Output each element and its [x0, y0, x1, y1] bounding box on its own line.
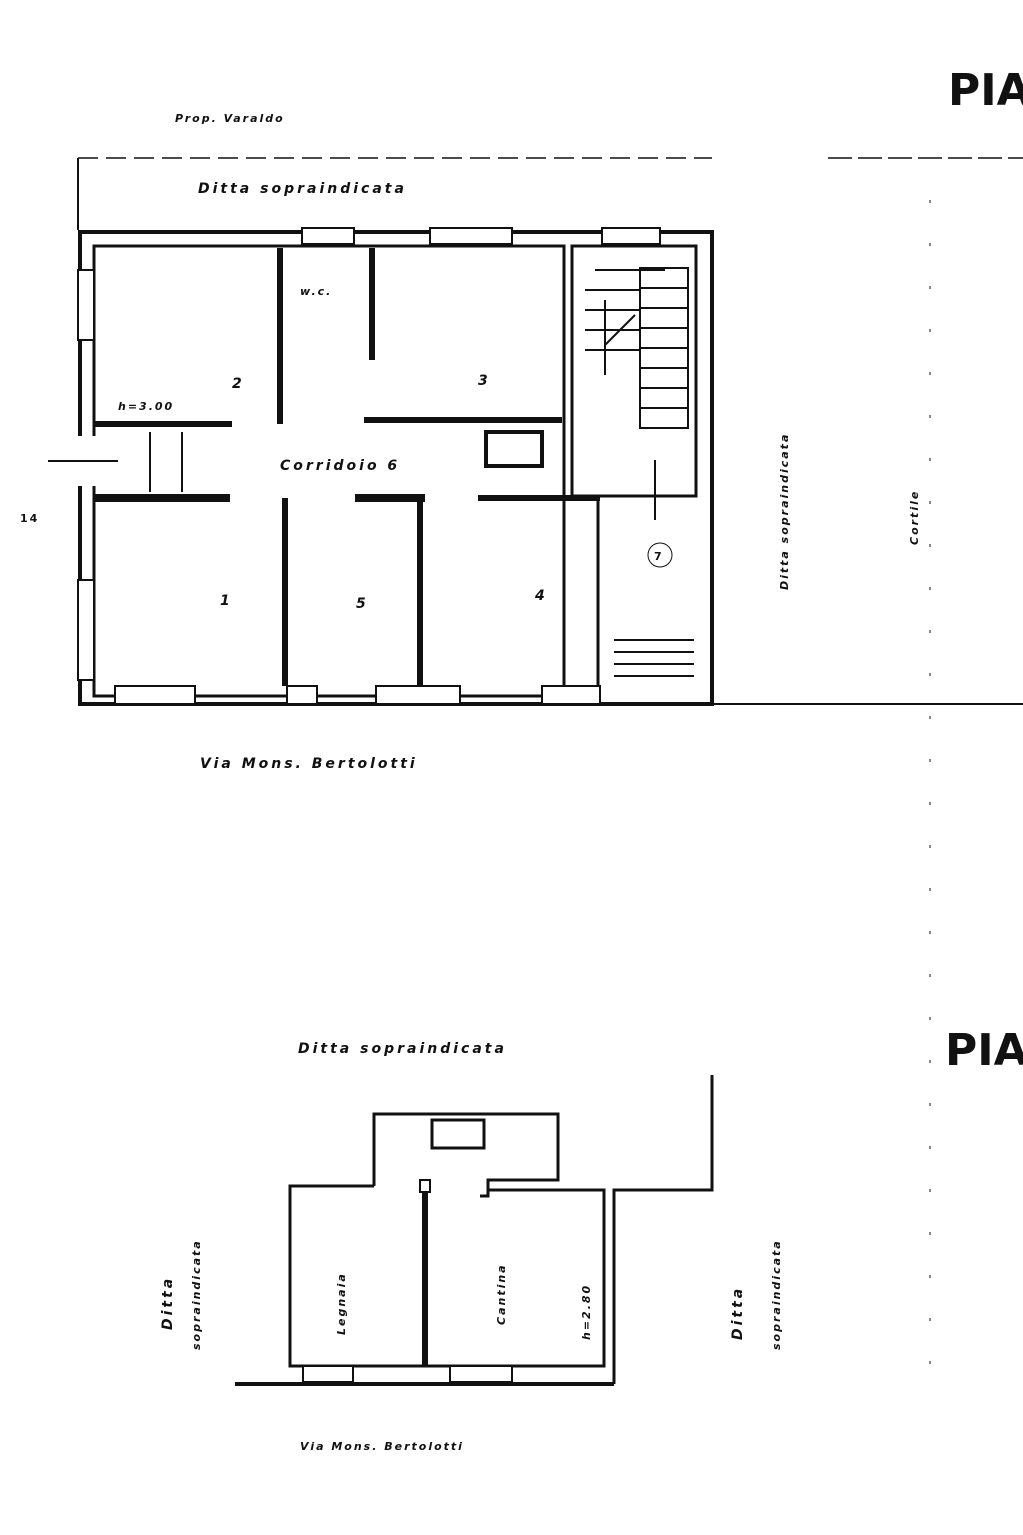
top-neighbor-label-lower: Ditta sopraindicata	[298, 1041, 507, 1057]
cantina-label: Cantina	[495, 1263, 508, 1325]
room-1-label: 1	[220, 593, 233, 609]
legnaia-label: Legnaia	[335, 1272, 348, 1335]
corridor-label: Corridoio 6	[280, 458, 400, 474]
left-neighbor-label-2: sopraindicata	[190, 1239, 203, 1350]
window	[449, 1365, 513, 1383]
neighbor-boundary	[612, 1075, 714, 1384]
top-neighbor-label: Ditta sopraindicata	[198, 181, 407, 197]
stair-room-wall	[372, 1112, 560, 1198]
sheet-title-top: PIA	[948, 65, 1023, 116]
window	[429, 227, 513, 245]
staircase	[585, 267, 689, 520]
right-neighbor-label-1: Ditta	[730, 1286, 746, 1340]
room-2-label: 2	[232, 376, 245, 392]
window	[301, 227, 355, 245]
right-neighbor-label: Ditta sopraindicata	[778, 433, 791, 590]
window	[375, 685, 461, 705]
window	[114, 685, 196, 705]
cantina-height-label: h=2.80	[580, 1284, 593, 1340]
stairwell	[570, 244, 698, 498]
window	[302, 1365, 354, 1383]
wc-label: w.c.	[300, 285, 332, 298]
small-stair	[484, 430, 544, 468]
stair-marker	[647, 542, 673, 568]
window	[77, 579, 95, 681]
window	[286, 685, 318, 705]
entrance-steps	[614, 639, 694, 677]
room-height-label: h=3.00	[118, 400, 174, 413]
right-neighbor-label-2: sopraindicata	[770, 1239, 783, 1350]
basement-stair	[430, 1118, 486, 1150]
street-label-lower: Via Mons. Bertolotti	[300, 1440, 464, 1453]
basement-plan: Ditta sopraindicata Legnaia Cantina h=2.…	[160, 1041, 783, 1453]
sheet-title-bottom: PIA	[945, 1025, 1023, 1076]
street-label: Via Mons. Bertolotti	[200, 756, 418, 772]
side-marker: 14	[20, 512, 39, 525]
room-3-label: 3	[478, 373, 491, 389]
window	[601, 227, 661, 245]
cellar-outer-wall	[288, 1184, 606, 1368]
room-4-label: 4	[534, 588, 548, 604]
left-neighbor-label-1: Ditta	[160, 1276, 176, 1330]
upper-floor-plan: Prop. Varaldo Ditta sopraindicata 14	[20, 112, 1023, 1400]
pillar	[419, 1179, 431, 1193]
stair-marker-label: 7	[654, 550, 664, 563]
room-5-label: 5	[356, 596, 369, 612]
window	[541, 685, 601, 705]
neighbor-label: Prop. Varaldo	[175, 112, 285, 125]
window	[77, 269, 95, 341]
courtyard-label: Cortile	[908, 490, 921, 545]
